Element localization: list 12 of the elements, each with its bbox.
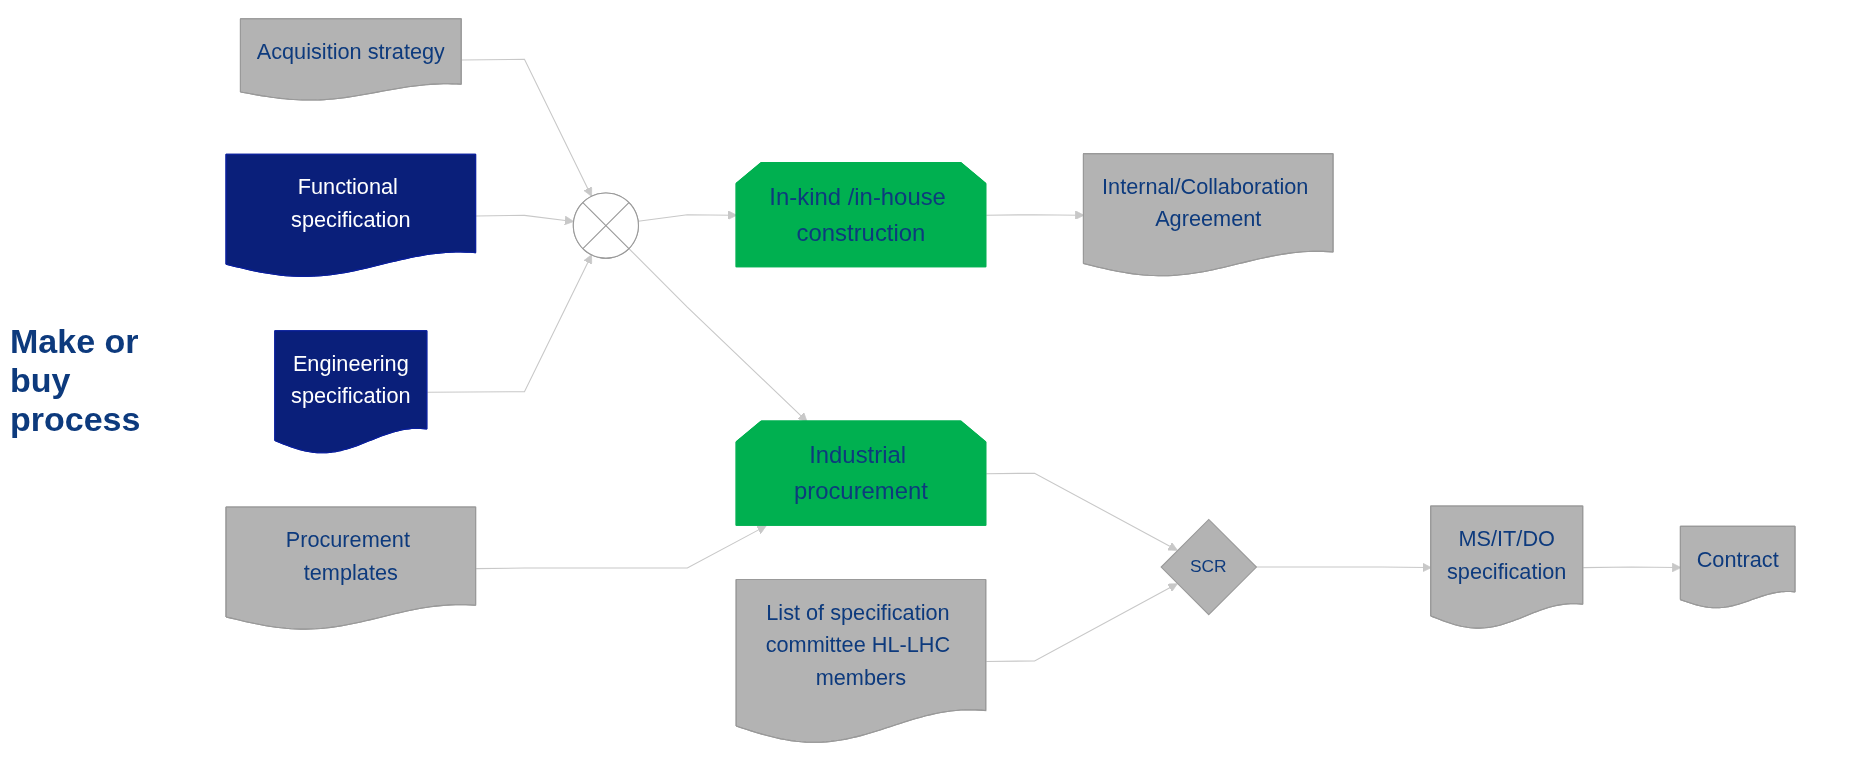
- arrow: [985, 472, 1178, 551]
- arrow: [1582, 562, 1682, 573]
- process-label: Make or buy process: [10, 322, 142, 439]
- arrow: [475, 214, 574, 226]
- arrow: [426, 254, 593, 393]
- arrow: [475, 525, 767, 570]
- arrow: [985, 210, 1085, 220]
- arrow: [461, 58, 593, 197]
- node-diamond: SCR: [1160, 518, 1258, 616]
- arrow: [985, 583, 1178, 663]
- arrow: [1255, 562, 1432, 573]
- arrow: [628, 248, 808, 423]
